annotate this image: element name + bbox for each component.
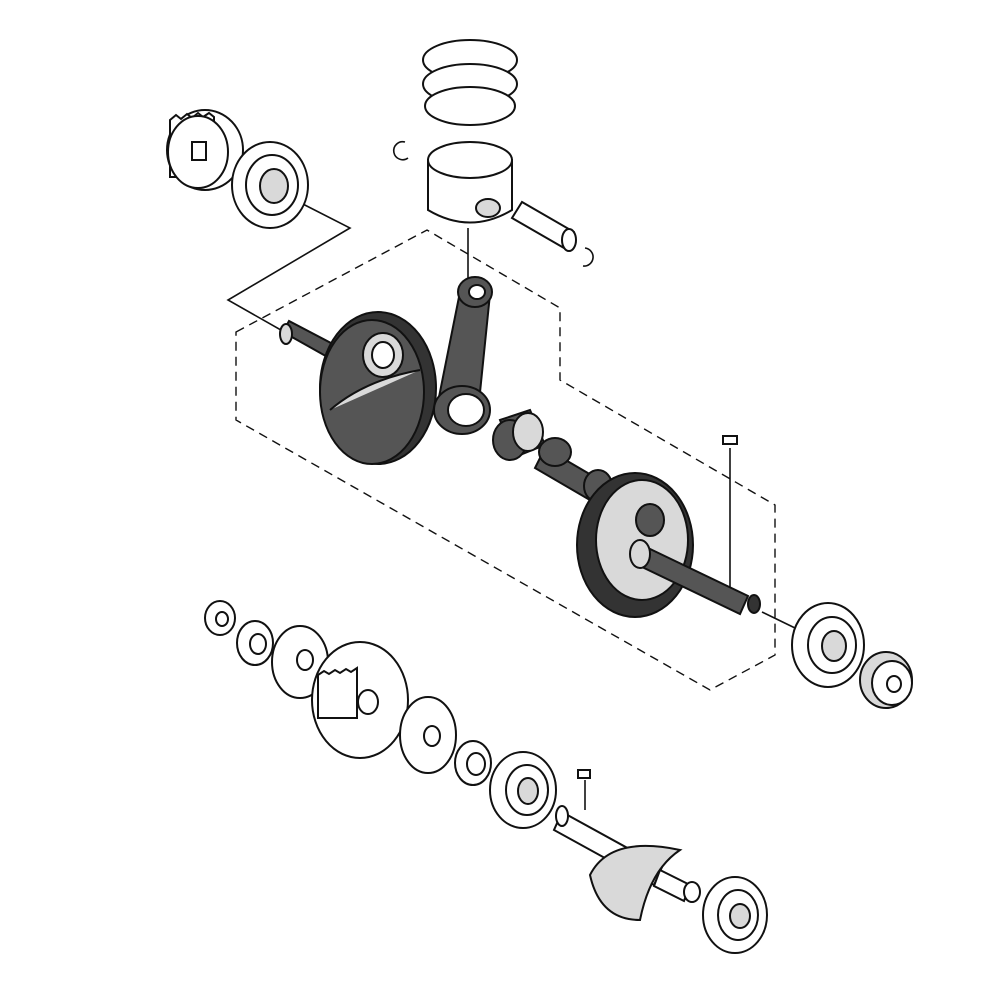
ball-bearing-bottom: [489, 751, 557, 829]
circlip-right: [582, 247, 594, 267]
timing-gear-right: [859, 651, 913, 709]
needle-bearing: [492, 408, 547, 461]
crankshaft-left-half: [279, 311, 437, 465]
lock-washer: [236, 620, 274, 666]
crank-pin: [533, 437, 613, 505]
leader-line-bearing: [226, 199, 352, 339]
woodruff-key-bottom: [577, 769, 591, 779]
piston-rings: [422, 39, 518, 126]
woodruff-key: [722, 435, 738, 445]
drive-gear-bottom: [311, 641, 409, 759]
circlip-left: [392, 140, 409, 161]
crankshaft-right-half: [576, 472, 761, 618]
connecting-rod: [433, 276, 493, 435]
ball-bearing-right: [791, 602, 865, 688]
crankshaft-assembled: [552, 805, 701, 922]
piston-pin: [510, 200, 577, 252]
drive-gear-top: [166, 109, 244, 191]
nut: [204, 600, 236, 636]
spacer-washer: [399, 696, 457, 774]
ball-bearing-end: [702, 876, 768, 954]
leader-line-right-bearing: [761, 611, 796, 629]
small-washer: [454, 740, 492, 786]
assembly-boundary: [235, 229, 776, 691]
ball-bearing-top: [231, 141, 309, 229]
piston: [427, 141, 513, 224]
